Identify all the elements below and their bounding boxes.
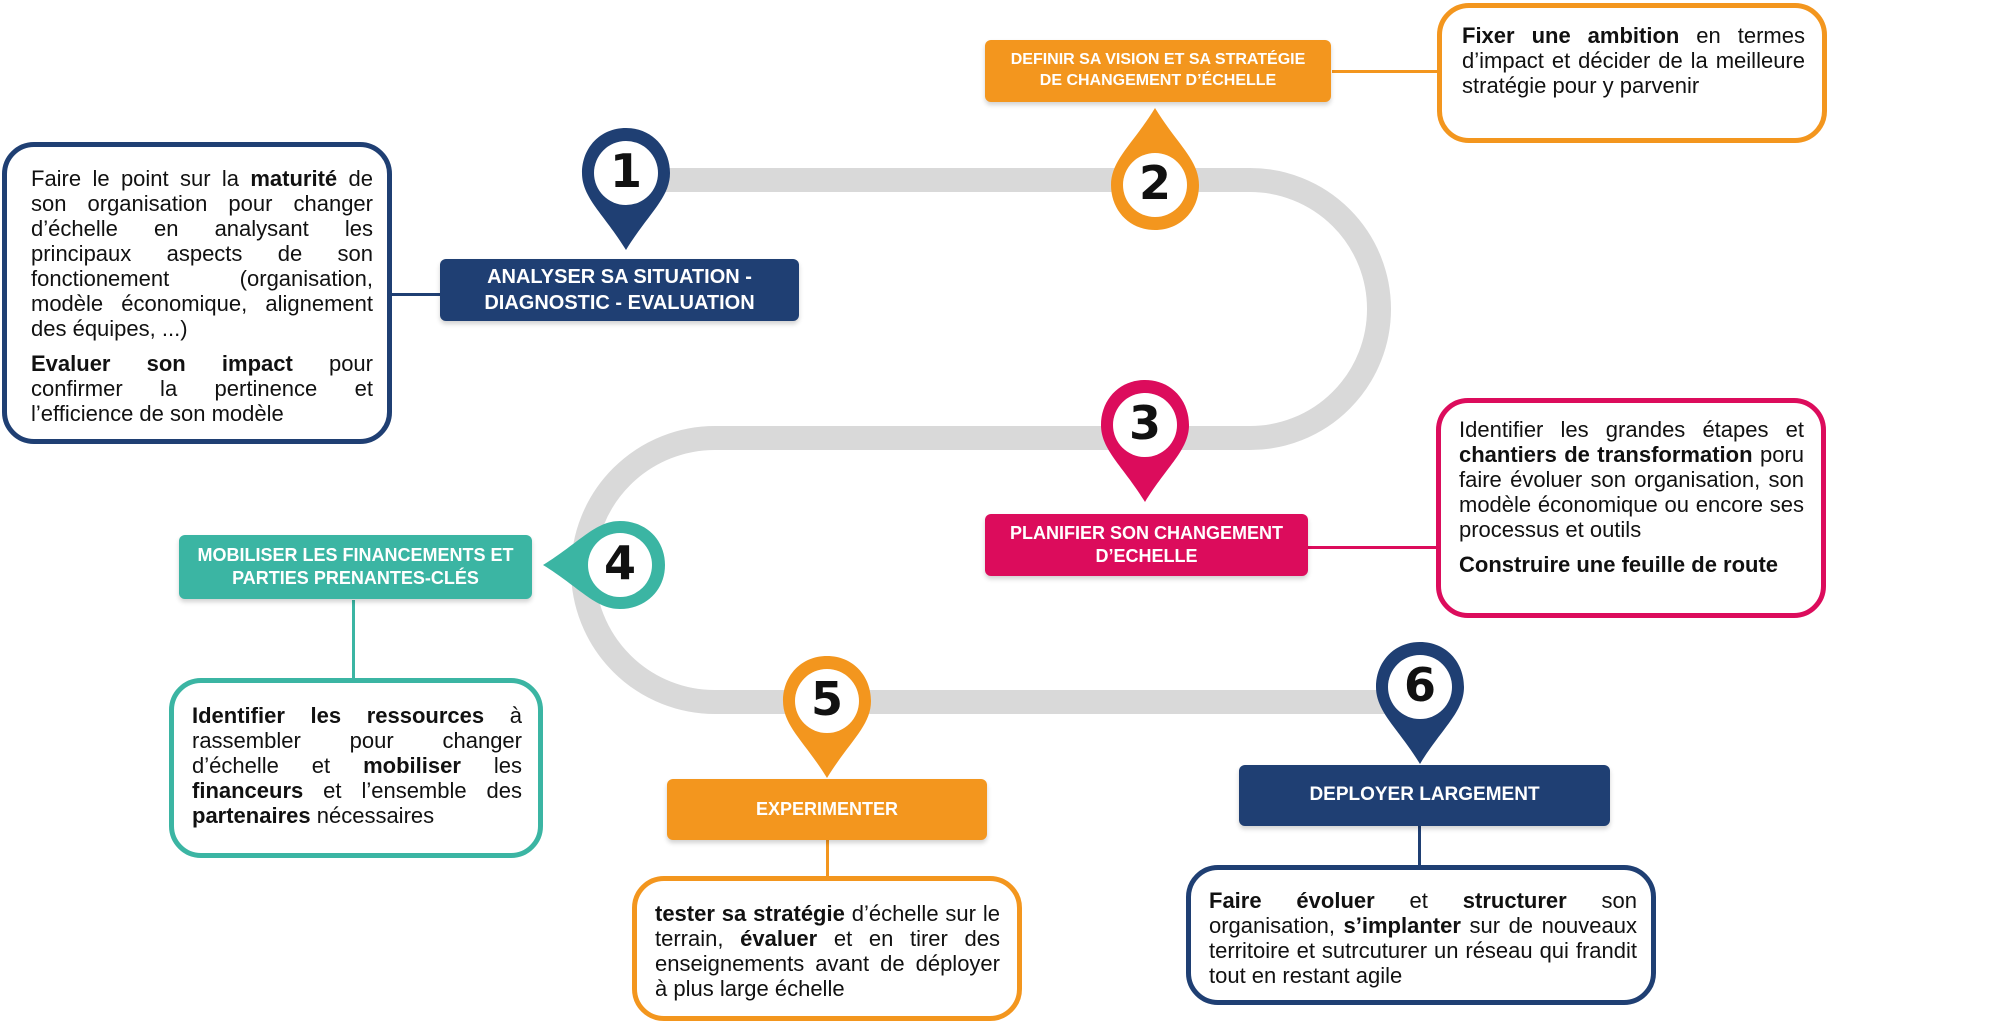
- step-2-label: DEFINIR SA VISION ET SA STRATÉGIE DE CHA…: [985, 40, 1331, 102]
- step-5-label: EXPERIMENTER: [667, 779, 987, 840]
- step-1-label-line-1: ANALYSER SA SITUATION -: [487, 266, 752, 288]
- step-6-description: Faire évoluer et structurer son organisa…: [1186, 865, 1656, 1005]
- step-4-description: Identifier les ressources à rassembler p…: [169, 678, 543, 858]
- step-4-paragraph: Identifier les ressources à rassembler p…: [192, 703, 522, 829]
- step-6-label-line-1: DEPLOYER LARGEMENT: [1309, 784, 1540, 806]
- step-5-paragraph: tester sa stratégie d’échelle sur le ter…: [655, 901, 1000, 1002]
- map-pin-icon: [783, 656, 871, 778]
- step-5-label-line-1: EXPERIMENTER: [755, 798, 899, 819]
- map-pin-icon: [582, 128, 670, 250]
- step-2-number: 2: [1138, 156, 1171, 210]
- step-6-number: 6: [1403, 658, 1436, 712]
- step-3-label: PLANIFIER SON CHANGEMENT D’ECHELLE: [985, 514, 1308, 576]
- connector-2: [1332, 70, 1437, 73]
- step-4-label-line-2: PARTIES PRENANTES-CLÉS: [232, 568, 479, 588]
- connector-1: [392, 293, 440, 296]
- connector-5: [826, 838, 829, 876]
- step-6-marker: 6: [1374, 640, 1466, 766]
- step-1-number: 1: [609, 144, 642, 198]
- step-4-number: 4: [603, 536, 636, 590]
- map-pin-icon: [543, 521, 665, 609]
- step-3-number: 3: [1128, 396, 1161, 450]
- step-1-description: Faire le point sur la maturité de son or…: [2, 142, 392, 444]
- step-3-description: Identifier les grandes étapes et chantie…: [1436, 398, 1826, 618]
- step-2-marker: 2: [1109, 106, 1201, 232]
- step-3-paragraph-1: Identifier les grandes étapes et chantie…: [1459, 417, 1804, 543]
- connector-6: [1418, 825, 1421, 865]
- step-4-label-line-1: MOBILISER LES FINANCEMENTS ET: [197, 544, 514, 565]
- step-2-label-line-1: DEFINIR SA VISION ET SA STRATÉGIE: [1010, 51, 1306, 69]
- step-2-description: Fixer une ambition en termes d’impact et…: [1437, 3, 1827, 143]
- step-1-paragraph-1: Faire le point sur la maturité de son or…: [31, 166, 373, 342]
- step-5-marker: 5: [781, 654, 873, 780]
- step-5-description: tester sa stratégie d’échelle sur le ter…: [632, 876, 1022, 1021]
- step-3-label-line-2: D’ECHELLE: [1095, 546, 1198, 566]
- map-pin-icon: [1111, 108, 1199, 230]
- step-3-label-line-1: PLANIFIER SON CHANGEMENT: [1009, 522, 1283, 543]
- step-2-label-line-2: DE CHANGEMENT D’ÉCHELLE: [1039, 72, 1277, 89]
- step-2-paragraph: Fixer une ambition en termes d’impact et…: [1462, 23, 1805, 99]
- connector-4: [352, 600, 355, 678]
- step-6-label: DEPLOYER LARGEMENT: [1239, 765, 1610, 826]
- step-1-paragraph-2: Evaluer son impact pour confirmer la per…: [31, 350, 373, 426]
- step-1-marker: 1: [580, 126, 672, 252]
- step-3-marker: 3: [1099, 378, 1191, 504]
- map-pin-icon: [1376, 642, 1464, 764]
- step-1-label-line-2: DIAGNOSTIC - EVALUATION: [484, 292, 755, 314]
- step-5-number: 5: [810, 672, 843, 726]
- step-3-paragraph-2: Construire une feuille de route: [1459, 552, 1779, 578]
- step-1-label: ANALYSER SA SITUATION - DIAGNOSTIC - EVA…: [440, 259, 799, 321]
- connector-3: [1308, 546, 1438, 549]
- step-4-marker: 4: [541, 519, 667, 611]
- step-4-label: MOBILISER LES FINANCEMENTS ET PARTIES PR…: [179, 535, 532, 599]
- step-6-paragraph: Faire évoluer et structurer son organisa…: [1209, 888, 1638, 989]
- map-pin-icon: [1101, 380, 1189, 502]
